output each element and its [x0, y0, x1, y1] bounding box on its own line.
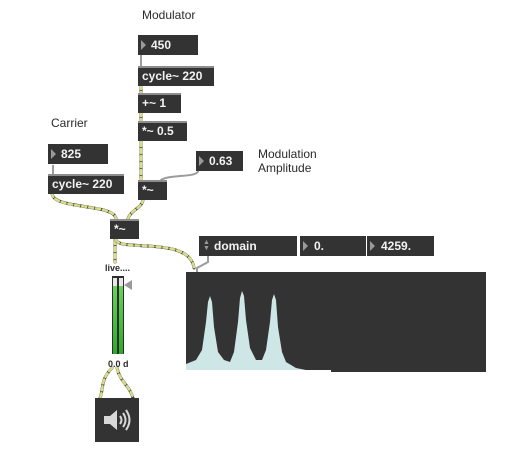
ezdac-button[interactable] — [95, 398, 139, 442]
meter-label: live.... — [105, 263, 131, 273]
domain-lo-value: 0. — [314, 239, 325, 253]
times-mod-text: *~ — [142, 183, 154, 197]
cord-mod-amp[interactable] — [159, 170, 199, 182]
cord-out-spectro[interactable] — [114, 238, 196, 270]
meter-readout: 0.0 d — [108, 359, 129, 369]
times-mod-object[interactable]: *~ — [138, 180, 167, 200]
carrier-freq-value: 825 — [61, 147, 82, 161]
level-meter — [112, 276, 124, 354]
carrier-cycle-text: cycle~ 220 — [52, 177, 113, 191]
mod-cycle-text: cycle~ 220 — [142, 69, 203, 83]
spectrum-baseline — [186, 370, 331, 372]
domain-hi-number[interactable]: 4259. — [367, 236, 434, 256]
domain-hi-value: 4259. — [381, 239, 412, 253]
times-out-object[interactable]: *~ — [110, 219, 139, 239]
meter-peak-right — [119, 278, 123, 286]
mod-freq-number[interactable]: 450 — [138, 35, 198, 55]
number-arrow-icon — [51, 149, 56, 159]
plus-text: +~ 1 — [142, 96, 167, 110]
mod-cycle-object[interactable]: cycle~ 220 — [138, 66, 214, 86]
cord-carrier-cycle[interactable] — [50, 191, 118, 221]
speaker-icon — [104, 409, 131, 431]
carrier-freq-number[interactable]: 825 — [48, 144, 108, 164]
number-arrow-icon — [370, 241, 375, 251]
cord-meter-dac-left[interactable] — [98, 366, 114, 400]
meter-peak-left — [113, 278, 117, 286]
domain-menu[interactable]: ▲▼ domain — [199, 236, 297, 256]
meter-bar-left — [113, 283, 117, 354]
domain-lo-number[interactable]: 0. — [300, 236, 366, 256]
carrier-cycle-object[interactable]: cycle~ 220 — [48, 174, 124, 194]
times-half-object[interactable]: *~ 0.5 — [138, 121, 187, 141]
spectrum-curve — [186, 291, 326, 372]
domain-menu-value: domain — [214, 239, 257, 253]
meter-bar-right — [119, 283, 123, 354]
cord-menu[interactable] — [196, 256, 209, 272]
mod-amp-number[interactable]: 0.63 — [196, 151, 243, 171]
mod-amp-value: 0.63 — [209, 154, 233, 168]
number-arrow-icon — [199, 156, 204, 166]
spectrum-plot — [186, 291, 331, 372]
times-half-text: *~ 0.5 — [142, 124, 174, 138]
modulation-amplitude-label: Modulation Amplitude — [258, 147, 317, 175]
spectroscope-display[interactable] — [186, 272, 486, 372]
updown-arrows-icon: ▲▼ — [203, 239, 210, 252]
gain-slider-icon[interactable] — [124, 280, 132, 290]
plus-object[interactable]: +~ 1 — [138, 93, 181, 113]
modulator-label: Modulator — [142, 8, 196, 22]
number-arrow-icon — [303, 241, 308, 251]
number-arrow-icon — [141, 40, 146, 50]
carrier-label: Carrier — [51, 116, 88, 130]
cord-mod-times[interactable] — [126, 197, 145, 221]
times-out-text: *~ — [114, 222, 126, 236]
mod-freq-value: 450 — [151, 38, 172, 52]
cord-meter-dac-right[interactable] — [115, 366, 135, 400]
